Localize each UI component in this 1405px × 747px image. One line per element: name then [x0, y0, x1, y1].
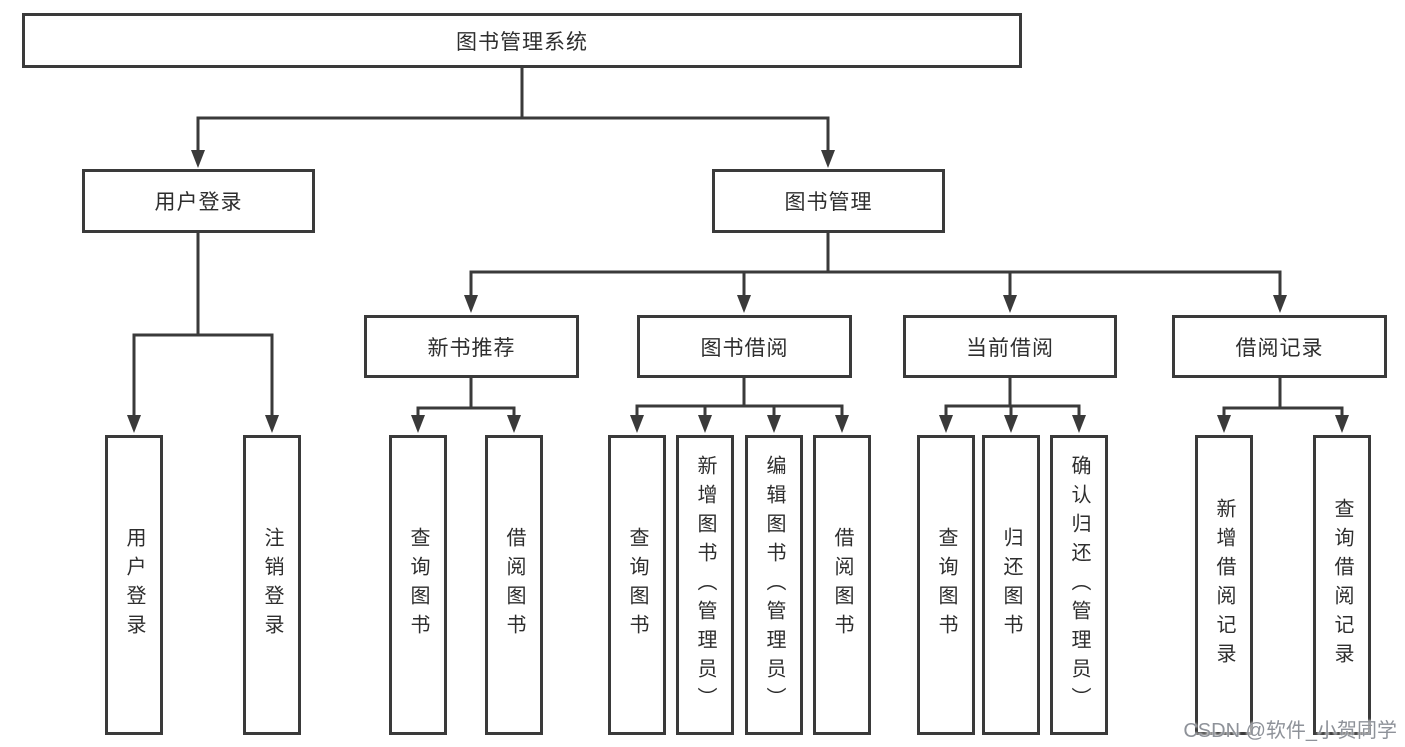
leaf-current-confirm-return-admin-label: 确认归还（管理员）: [1068, 454, 1090, 716]
leaf-records-add-record-label: 新增借阅记录: [1213, 498, 1235, 672]
csdn-watermark: CSDN @软件_小贺同学: [1183, 720, 1397, 742]
node-book-borrow: 图书借阅: [637, 315, 852, 378]
leaf-borrow-borrow-book: 借阅图书: [813, 435, 871, 735]
leaf-current-return-book: 归还图书: [982, 435, 1040, 735]
leaf-borrow-query-book-label: 查询图书: [626, 527, 648, 643]
leaf-newbook-query-book: 查询图书: [389, 435, 447, 735]
connector-user-login-to-leaves: [127, 233, 279, 433]
connector-new-book-to-leaves: [411, 378, 521, 433]
node-book-mgmt-label: 图书管理: [784, 191, 873, 214]
leaf-borrow-edit-book-admin: 编辑图书（管理员）: [745, 435, 803, 735]
leaf-current-query-book: 查询图书: [917, 435, 975, 735]
node-user-login: 用户登录: [82, 169, 315, 233]
node-current-borrow-label: 当前借阅: [966, 336, 1054, 360]
connector-records-to-leaves: [1217, 378, 1349, 433]
leaf-borrow-edit-book-admin-label: 编辑图书（管理员）: [763, 454, 785, 716]
leaf-borrow-add-book-admin-label: 新增图书（管理员）: [694, 454, 716, 716]
connector-book-mgmt-to-level3: [464, 233, 1287, 313]
leaf-user-login: 用户登录: [105, 435, 163, 735]
node-book-borrow-label: 图书借阅: [700, 336, 789, 360]
leaf-borrow-add-book-admin: 新增图书（管理员）: [676, 435, 734, 735]
leaf-records-query-record: 查询借阅记录: [1313, 435, 1371, 735]
leaf-logout-label: 注销登录: [261, 527, 283, 643]
node-borrow-records: 借阅记录: [1172, 315, 1387, 378]
node-user-login-label: 用户登录: [154, 191, 243, 214]
connector-borrow-to-leaves: [630, 378, 849, 433]
leaf-user-login-label: 用户登录: [123, 527, 145, 643]
leaf-logout: 注销登录: [243, 435, 301, 735]
node-new-book-rec-label: 新书推荐: [427, 336, 516, 360]
leaf-records-add-record: 新增借阅记录: [1195, 435, 1253, 735]
leaf-records-query-record-label: 查询借阅记录: [1331, 498, 1353, 672]
node-borrow-records-label: 借阅记录: [1235, 336, 1324, 360]
leaf-newbook-borrow-book: 借阅图书: [485, 435, 543, 735]
node-book-mgmt: 图书管理: [712, 169, 945, 233]
leaf-newbook-borrow-book-label: 借阅图书: [503, 527, 525, 643]
leaf-current-confirm-return-admin: 确认归还（管理员）: [1050, 435, 1108, 735]
leaf-borrow-query-book: 查询图书: [608, 435, 666, 735]
node-new-book-rec: 新书推荐: [364, 315, 579, 378]
leaf-current-return-book-label: 归还图书: [1000, 527, 1022, 643]
leaf-newbook-query-book-label: 查询图书: [407, 527, 429, 643]
leaf-current-query-book-label: 查询图书: [935, 527, 957, 643]
connector-root-to-level2: [191, 68, 835, 168]
node-current-borrow: 当前借阅: [903, 315, 1117, 378]
node-root: 图书管理系统: [22, 13, 1022, 68]
leaf-borrow-borrow-book-label: 借阅图书: [831, 527, 853, 643]
node-root-label: 图书管理系统: [456, 30, 588, 54]
connector-current-to-leaves: [939, 378, 1086, 433]
